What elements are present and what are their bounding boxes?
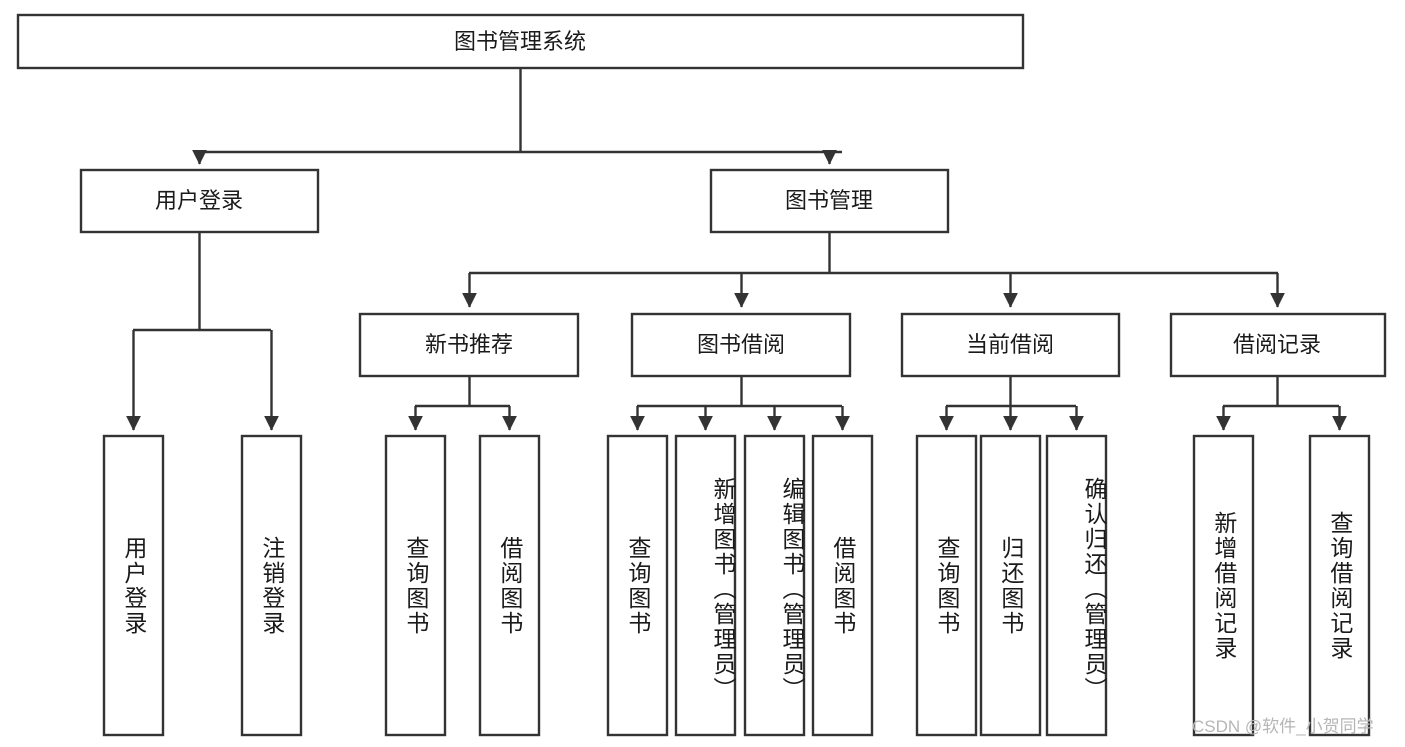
node-label-book-mgmt: 图书管理 bbox=[785, 188, 873, 213]
leaf-box-current-borrow-0[interactable] bbox=[915, 434, 978, 737]
leaf-box-book-borrow-3[interactable] bbox=[811, 434, 874, 737]
node-label-current-borrow: 当前借阅 bbox=[966, 332, 1054, 357]
leaf-box-book-borrow-0[interactable] bbox=[606, 434, 669, 737]
leaf-box-book-borrow-2[interactable] bbox=[743, 434, 806, 737]
leaf-box-new-book-1[interactable] bbox=[478, 434, 541, 737]
node-box-borrow-record[interactable] bbox=[1169, 312, 1387, 378]
leaf-box-user-login-0[interactable] bbox=[102, 434, 165, 737]
leaf-box-borrow-record-0[interactable] bbox=[1192, 434, 1255, 737]
node-box-root[interactable] bbox=[16, 13, 1025, 70]
node-label-root: 图书管理系统 bbox=[454, 29, 586, 54]
node-label-borrow-record: 借阅记录 bbox=[1233, 332, 1321, 357]
node-label-new-book: 新书推荐 bbox=[425, 332, 513, 357]
connector-group-borrow-record bbox=[1216, 376, 1347, 431]
node-box-book-borrow[interactable] bbox=[630, 312, 852, 378]
connector-group-book-borrow bbox=[630, 376, 850, 431]
node-box-new-book[interactable] bbox=[358, 312, 580, 378]
leaf-box-book-borrow-1[interactable] bbox=[674, 434, 737, 737]
connector-group-book-mgmt bbox=[462, 232, 1285, 308]
node-label-user-login: 用户登录 bbox=[155, 188, 243, 213]
csdn-watermark: CSDN @软件_小贺同学 bbox=[1192, 717, 1374, 736]
connector-group-root bbox=[192, 68, 842, 165]
connector-group-new-book bbox=[408, 376, 517, 431]
connector-group-user-login bbox=[126, 232, 279, 431]
leaf-box-borrow-record-1[interactable] bbox=[1308, 434, 1371, 737]
leaf-box-user-login-1[interactable] bbox=[240, 434, 303, 737]
leaf-box-current-borrow-1[interactable] bbox=[979, 434, 1042, 737]
leaf-box-current-borrow-2[interactable] bbox=[1045, 434, 1108, 737]
node-box-user-login[interactable] bbox=[79, 168, 320, 234]
node-label-book-borrow: 图书借阅 bbox=[697, 332, 785, 357]
node-box-current-borrow[interactable] bbox=[900, 312, 1121, 378]
node-box-book-mgmt[interactable] bbox=[709, 168, 950, 234]
connector-group-current-borrow bbox=[939, 376, 1084, 431]
leaf-box-new-book-0[interactable] bbox=[384, 434, 447, 737]
